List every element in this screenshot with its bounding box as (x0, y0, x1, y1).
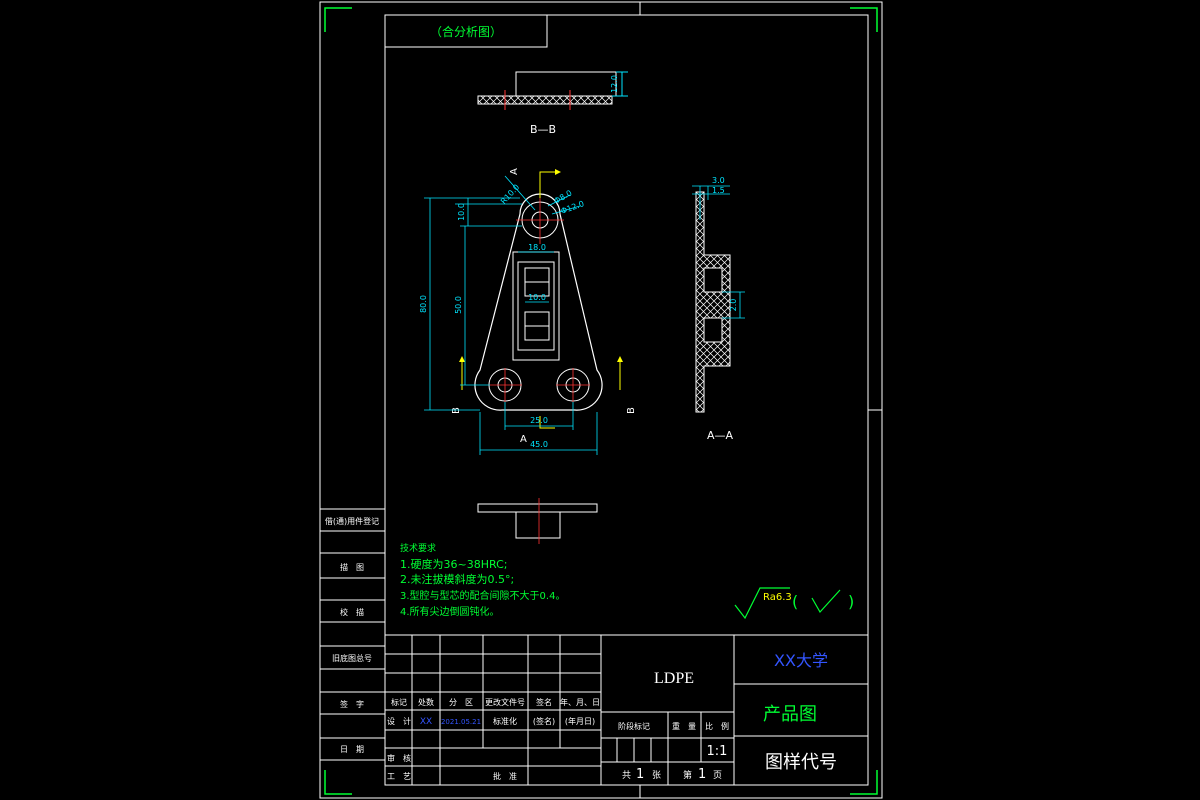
side-cell-1: 借(通)用件登记 (325, 516, 379, 526)
title-block-grid (385, 634, 868, 785)
view-aa (692, 185, 745, 413)
weight-label: 重 量 (672, 721, 696, 731)
dim-10b: 10.0 (528, 293, 546, 302)
design-label: 设 计 (387, 716, 411, 726)
drawing-code: 图样代号 (765, 752, 837, 773)
scale-label: 比 例 (705, 721, 729, 731)
designer-name: XX (420, 717, 432, 727)
view-bottom (477, 498, 598, 544)
hdr-count: 处数 (418, 697, 434, 707)
page-unit: 页 (713, 770, 722, 781)
tech-item-1: 1.硬度为36~38HRC; (400, 557, 507, 571)
side-cell-5: 签 字 (340, 699, 364, 709)
dim-3: 3.0 (712, 176, 725, 185)
header-tag-box (384, 14, 548, 48)
roughness-symbol: Ra6.3 ( ) (734, 587, 854, 620)
total-num: 1 (636, 767, 644, 782)
dim-25: 25.0 (530, 416, 548, 425)
dim-50: 50.0 (454, 296, 463, 314)
label-b-right: B (626, 407, 637, 414)
hdr-zone: 分 区 (449, 698, 473, 707)
dim-18: 18.0 (528, 243, 546, 252)
total-unit: 张 (652, 770, 661, 781)
approve-label: 批 准 (493, 771, 517, 781)
page-label: 第 (683, 769, 692, 781)
side-cell-3: 校 描 (340, 607, 364, 617)
hdr-mark: 标记 (391, 697, 407, 707)
tech-item-3: 3.型腔与型芯的配合间隙不大于0.4。 (400, 589, 565, 602)
check-icon (811, 589, 841, 614)
design-date: 2021.05.21 (441, 718, 481, 726)
side-cell-2: 描 图 (340, 562, 364, 572)
dim-12: 12.0 (610, 75, 619, 93)
roughness-paren-close: ) (848, 592, 854, 611)
dim-r10: R10.0 (499, 183, 521, 206)
review-label: 审 核 (387, 753, 411, 763)
tech-item-2: 2.未注拔模斜度为0.5°; (400, 572, 514, 586)
label-b-left: B (451, 407, 462, 414)
dim-45: 45.0 (530, 440, 548, 449)
side-cell-6: 日 期 (340, 745, 364, 754)
dim-80: 80.0 (419, 295, 428, 313)
dim-2: 2.0 (729, 299, 738, 312)
sheet-border (319, 1, 883, 799)
hdr-sign: 签名 (536, 697, 552, 707)
material: LDPE (654, 670, 694, 687)
std-label: 标准化 (493, 716, 517, 726)
school-name: XX大学 (774, 651, 828, 670)
label-bb: B—B (530, 123, 556, 136)
label-a-bottom: A (520, 434, 527, 445)
view-front (459, 169, 623, 429)
page-num: 1 (698, 767, 706, 782)
dim-1-5: 1.5 (712, 186, 725, 195)
tech-item-4: 4.所有尖边倒圆钝化。 (400, 605, 500, 618)
drawing-name: 产品图 (763, 704, 817, 725)
side-table (320, 508, 385, 761)
hdr-date: 年、月、日 (560, 697, 600, 707)
inner-frame (384, 14, 869, 786)
outer-frame (319, 1, 883, 799)
tech-title: 技术要求 (400, 542, 436, 554)
dim-10: 10.0 (457, 203, 466, 221)
roughness-value: Ra6.3 (763, 592, 792, 603)
label-aa: A—A (707, 429, 734, 442)
label-a-top: A (509, 168, 520, 175)
total-label: 共 (622, 770, 631, 781)
header-tag: （合分析图） (430, 24, 502, 39)
view-bb: 12.0 (477, 71, 628, 110)
stage-labels: 阶段标记 (618, 721, 650, 731)
sign-placeholder: (签名) (533, 716, 555, 726)
date-placeholder: (年月日) (565, 716, 595, 726)
front-dimensions (424, 175, 598, 455)
tech-requirements: 技术要求 1.硬度为36~38HRC; 2.未注拔模斜度为0.5°; 3.型腔与… (400, 542, 565, 618)
hdr-change-doc: 更改文件号 (485, 697, 525, 707)
scale-value: 1:1 (707, 744, 728, 759)
process-label: 工 艺 (387, 772, 411, 781)
roughness-paren-open: ( (792, 592, 798, 611)
corner-marks (324, 7, 878, 795)
side-cell-4: 旧底图总号 (332, 653, 372, 663)
